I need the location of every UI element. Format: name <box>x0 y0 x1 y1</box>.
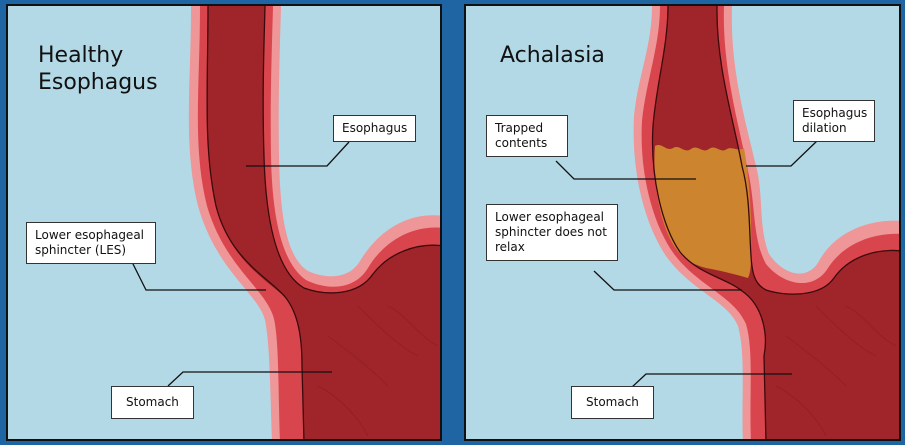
achalasia-stomach-label: Stomach <box>571 386 654 419</box>
healthy-stomach-label: Stomach <box>111 386 194 419</box>
achalasia-muscle-fibers <box>775 305 897 437</box>
healthy-lumen <box>207 6 440 439</box>
esophagus-dilation-label: Esophagus dilation <box>793 100 875 142</box>
les-label: Lower esophageal sphincter (LES) <box>26 222 156 264</box>
les-leader <box>127 253 266 291</box>
healthy-panel: Healthy Esophagus Esophagus Lower esopha… <box>6 4 442 441</box>
healthy-esophagus-illustration <box>127 6 440 439</box>
dilation-leader <box>746 139 819 167</box>
healthy-lumen-outline <box>206 6 305 439</box>
trapped-contents-label: Trapped contents <box>486 115 568 157</box>
esophagus-label: Esophagus <box>333 115 417 142</box>
esophagus-leader <box>246 141 350 167</box>
les-does-not-relax-label: Lower esophageal sphincter does not rela… <box>486 204 618 261</box>
les-not-relax-leader <box>593 270 742 291</box>
stomach-leader <box>167 371 332 387</box>
achalasia-lumen <box>652 6 899 439</box>
trapped-leader <box>555 160 696 180</box>
trapped-contents-fill <box>654 145 752 278</box>
healthy-title: Healthy Esophagus <box>38 43 158 95</box>
healthy-lumen-outline-right <box>262 6 440 294</box>
achalasia-title: Achalasia <box>500 43 605 68</box>
achalasia-esophagus-illustration <box>555 6 899 439</box>
healthy-muscle-fibers <box>317 305 439 437</box>
achalasia-panel: Achalasia Trapped contents Esophagus dil… <box>464 4 901 441</box>
achalasia-stomach-leader <box>630 373 792 389</box>
achalasia-lumen-outline <box>651 6 767 439</box>
achalasia-lumen-outline-right <box>716 6 899 295</box>
